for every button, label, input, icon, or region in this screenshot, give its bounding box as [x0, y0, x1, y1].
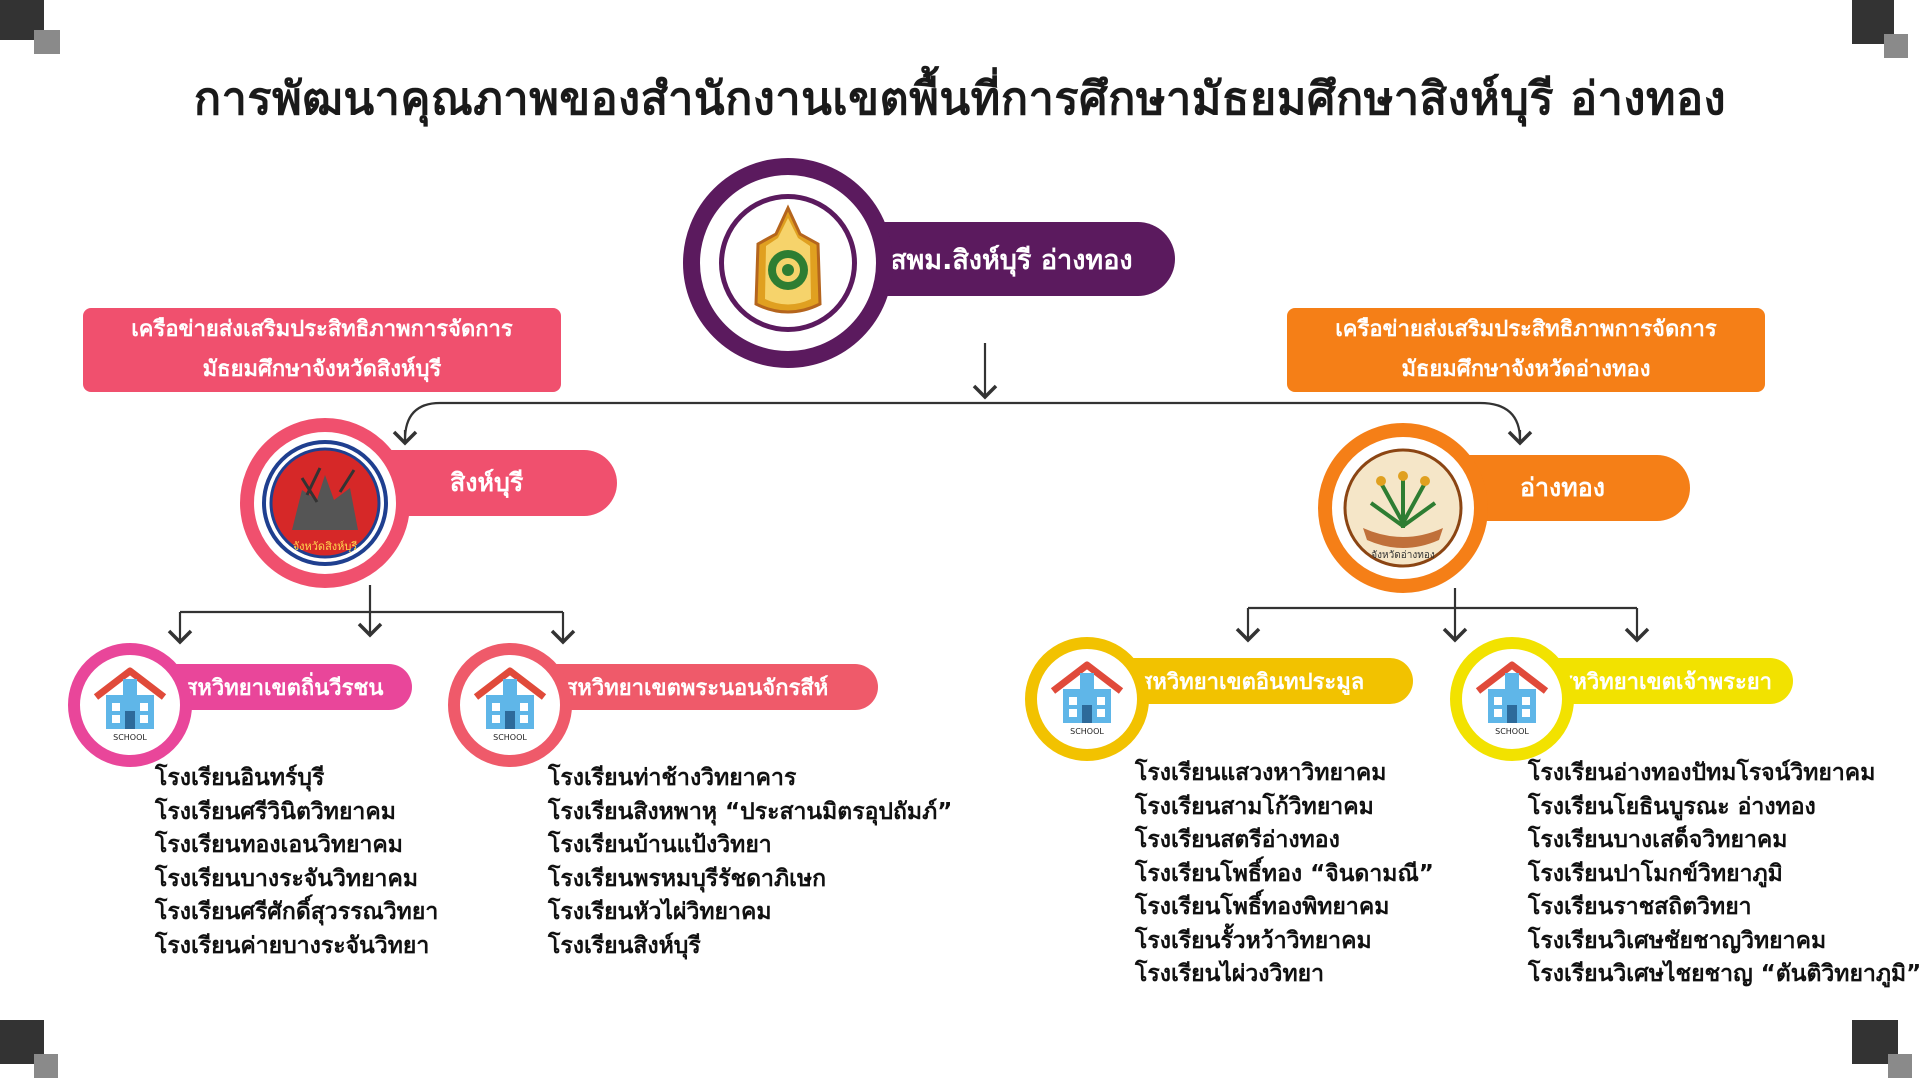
school-name: โรงเรียนโพธิ์ทองพิทยาคม	[1135, 894, 1390, 920]
angthong-seal-text: จังหวัดอ่างทอง	[1371, 550, 1435, 561]
network-singburi-line2: มัธยมศึกษาจังหวัดสิงห์บุรี	[202, 357, 442, 382]
corner-decoration-top-right	[1852, 0, 1920, 60]
svg-text:SCHOOL: SCHOOL	[113, 733, 147, 742]
school-name: โรงเรียนหัวไผ่วิทยาคม	[548, 899, 772, 925]
school-list: โรงเรียนอินทร์บุรีโรงเรียนศรีวินิตวิทยาค…	[155, 762, 438, 963]
network-singburi-line1: เครือข่ายส่งเสริมประสิทธิภาพการจัดการ	[131, 317, 513, 342]
school-name: โรงเรียนแสวงหาวิทยาคม	[1135, 760, 1387, 786]
school-name: โรงเรียนวิเศษไชยชาญ “ตันติวิทยาภูมิ”	[1528, 961, 1920, 987]
school-name: โรงเรียนอินทร์บุรี	[155, 765, 325, 791]
svg-text:SCHOOL: SCHOOL	[1070, 727, 1104, 736]
group-label: สหวิทยาเขตเจ้าพระยา	[1559, 669, 1773, 695]
school-list: โรงเรียนอ่างทองปัทมโรจน์วิทยาคมโรงเรียนโ…	[1528, 757, 1920, 992]
school-name: โรงเรียนโยธินบูรณะ อ่างทอง	[1528, 793, 1816, 820]
group-label: สหวิทยาเขตถิ่นวีรชน	[184, 675, 384, 701]
angthong-seal-icon: จังหวัดอ่างทอง	[1343, 448, 1463, 568]
network-angthong-line1: เครือข่ายส่งเสริมประสิทธิภาพการจัดการ	[1335, 317, 1717, 342]
province-angthong-label: อ่างทอง	[1520, 473, 1605, 502]
school-name: โรงเรียนศรีศักดิ์สุวรรณวิทยา	[155, 899, 439, 925]
school-building-icon: SCHOOL	[1047, 657, 1127, 737]
school-name: โรงเรียนรั้วหว้าวิทยาคม	[1135, 927, 1372, 954]
group-label: สหวิทยาเขตอินทประมูล	[1139, 669, 1365, 695]
group-pill: สหวิทยาเขตถิ่นวีรชน	[150, 664, 412, 710]
network-box-angthong: เครือข่ายส่งเสริมประสิทธิภาพการจัดการ มั…	[1287, 308, 1765, 392]
school-name: โรงเรียนวิเศษชัยชาญวิทยาคม	[1528, 927, 1827, 954]
school-name: โรงเรียนทองเอนวิทยาคม	[155, 832, 403, 858]
group-pill: สหวิทยาเขตอินทประมูล	[1105, 658, 1413, 704]
page-title: การพัฒนาคุณภาพของสำนักงานเขตพื้นที่การศึ…	[193, 72, 1727, 125]
singburi-seal-icon: จังหวัดสิงห์บุรี	[262, 440, 388, 566]
school-name: โรงเรียนปาโมกข์วิทยาภูมิ	[1528, 860, 1783, 887]
network-angthong-line2: มัธยมศึกษาจังหวัดอ่างทอง	[1401, 357, 1651, 382]
school-name: โรงเรียนพรหมบุรีรัชดาภิเษก	[548, 865, 827, 892]
svg-text:SCHOOL: SCHOOL	[1495, 727, 1529, 736]
corner-decoration-top-left	[0, 0, 60, 60]
obec-emblem-icon	[754, 204, 822, 314]
school-list: โรงเรียนแสวงหาวิทยาคมโรงเรียนสามโก้วิทยา…	[1135, 757, 1434, 992]
school-name: โรงเรียนศรีวินิตวิทยาคม	[155, 798, 396, 825]
school-name: โรงเรียนสิงห์บุรี	[548, 932, 701, 959]
singburi-seal-text: จังหวัดสิงห์บุรี	[293, 540, 358, 553]
root-label: สพม.สิงห์บุรี อ่างทอง	[890, 244, 1133, 276]
school-building-icon: SCHOOL	[90, 663, 170, 743]
province-singburi-label: สิงห์บุรี	[450, 468, 524, 497]
school-name: โรงเรียนราชสถิตวิทยา	[1528, 894, 1752, 920]
corner-decoration-bottom-left	[0, 1020, 68, 1080]
school-name: โรงเรียนสิงหพาหุ “ประสานมิตรอุปถัมภ์”	[548, 798, 953, 825]
school-name: โรงเรียนท่าช้างวิทยาคาร	[548, 765, 797, 791]
school-name: โรงเรียนบางเสด็จวิทยาคม	[1528, 827, 1788, 853]
school-building-icon: SCHOOL	[470, 663, 550, 743]
school-building-icon: SCHOOL	[1472, 657, 1552, 737]
school-name: โรงเรียนค่ายบางระจันวิทยา	[155, 932, 430, 959]
group-pill: สหวิทยาเขตพระนอนจักรสีห์	[530, 664, 878, 710]
school-name: โรงเรียนบ้านแป้งวิทยา	[548, 832, 772, 858]
school-name: โรงเรียนสตรีอ่างทอง	[1135, 827, 1340, 853]
group-label: สหวิทยาเขตพระนอนจักรสีห์	[564, 675, 829, 701]
school-name: โรงเรียนสามโก้วิทยาคม	[1135, 793, 1374, 820]
school-name: โรงเรียนโพธิ์ทอง “จินดามณี”	[1135, 860, 1434, 887]
svg-text:SCHOOL: SCHOOL	[493, 733, 527, 742]
school-list: โรงเรียนท่าช้างวิทยาคารโรงเรียนสิงหพาหุ …	[548, 762, 952, 963]
school-name: โรงเรียนอ่างทองปัทมโรจน์วิทยาคม	[1528, 760, 1876, 786]
school-name: โรงเรียนไผ่วงวิทยา	[1135, 961, 1325, 987]
corner-decoration-bottom-right	[1852, 1020, 1920, 1080]
school-name: โรงเรียนบางระจันวิทยาคม	[155, 865, 419, 892]
network-box-singburi: เครือข่ายส่งเสริมประสิทธิภาพการจัดการ มั…	[83, 308, 561, 392]
